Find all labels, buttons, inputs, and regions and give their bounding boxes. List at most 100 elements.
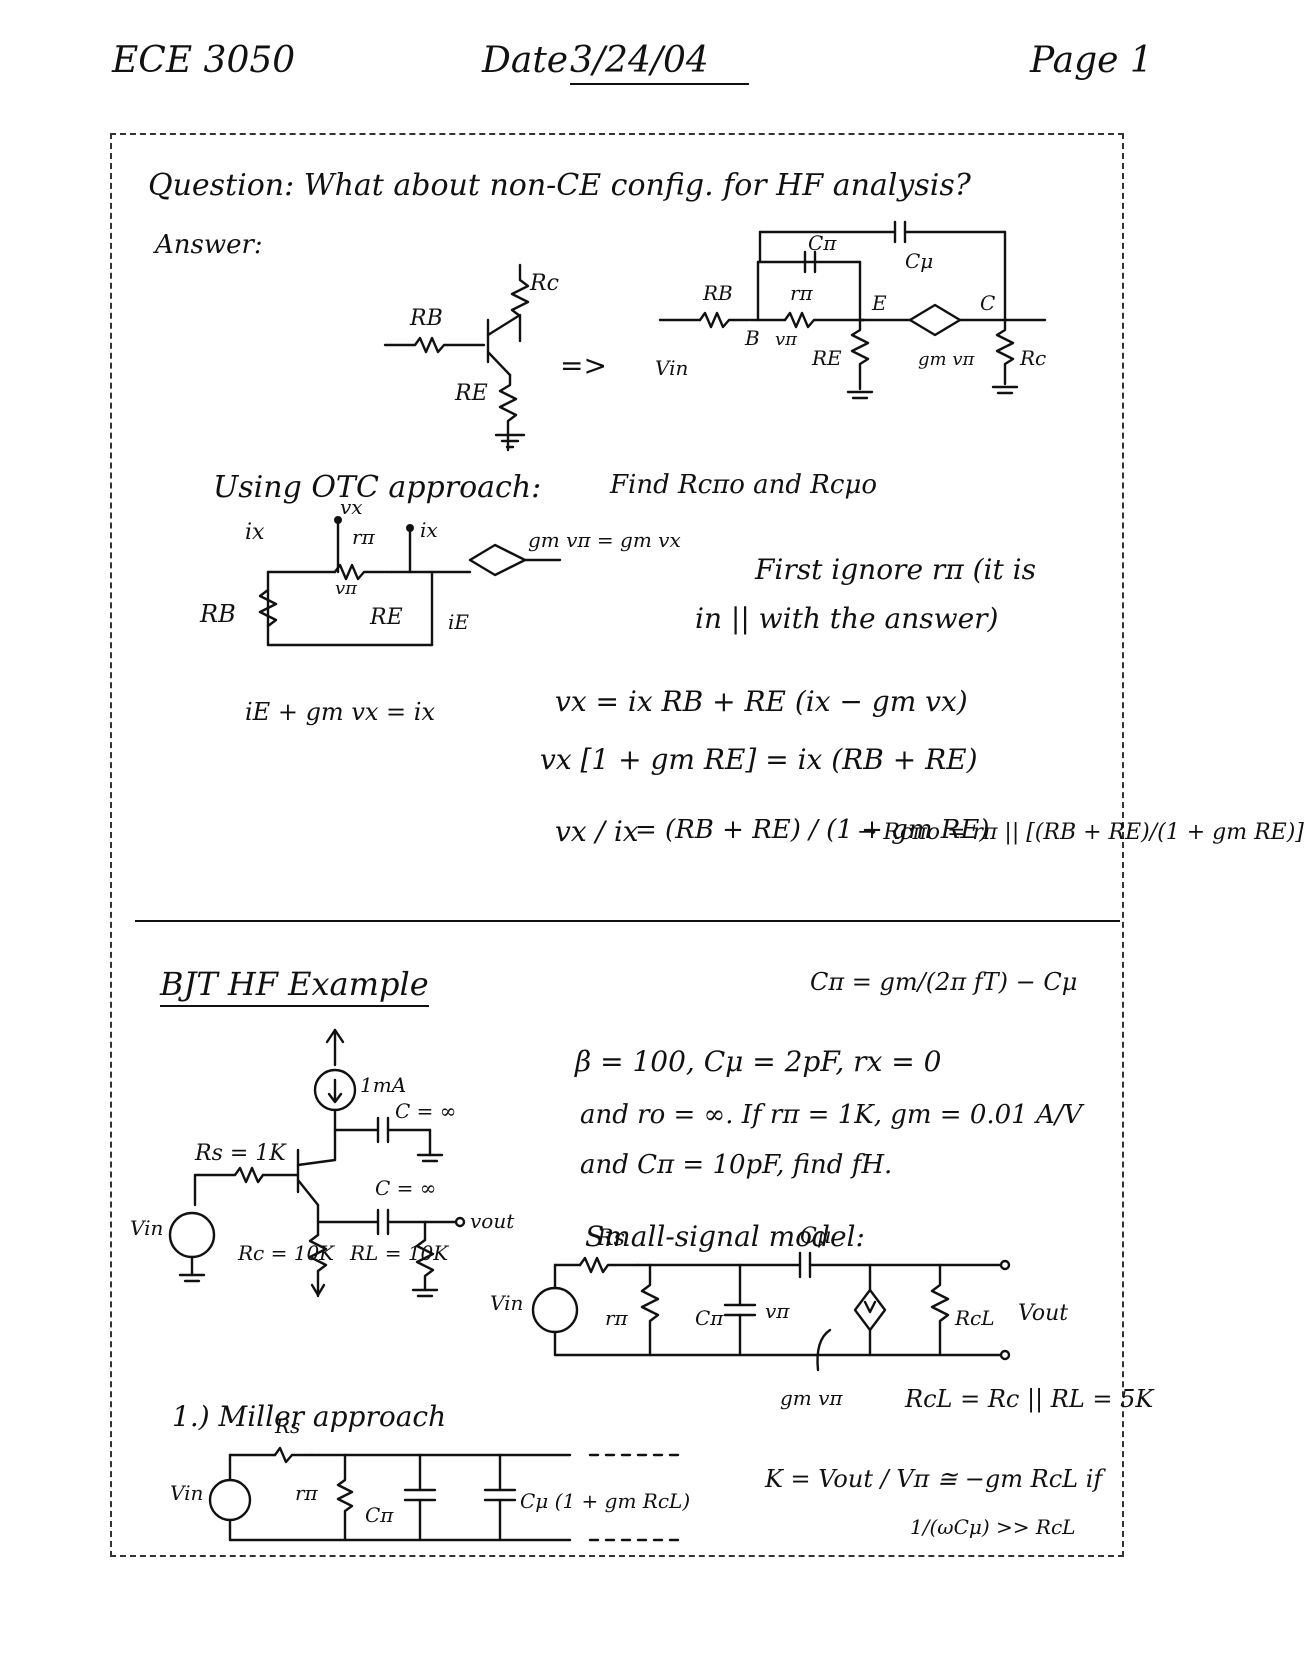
label-ix-left: ix [245, 520, 265, 545]
rb-otc-resistor [258, 588, 278, 628]
question-text: Question: What about non-CE config. for … [148, 168, 971, 203]
label-re: RE [454, 381, 488, 406]
rpi-otc-resistor [333, 563, 386, 581]
label-cmu: Cμ [905, 249, 933, 273]
equation-3-result: → Rcπo = rπ || [(RB + RE)/(1 + gm RE)] [858, 820, 1304, 845]
label-re-otc: RE [370, 605, 403, 630]
cpi-formula: Cπ = gm/(2π fT) − Cμ [810, 968, 1078, 996]
miller-vin-source [208, 1478, 252, 1522]
label-rpi: rπ [790, 281, 814, 305]
label-vout-example: vout [470, 1209, 515, 1233]
small-signal-label: Small-signal model: [585, 1220, 865, 1253]
label-b: B [744, 326, 760, 350]
label-rb: RB [409, 306, 443, 331]
equivalent-arrow: => [560, 349, 607, 382]
miller-label-rs: Rs [274, 1414, 300, 1438]
miller-label-vin: Vin [170, 1481, 203, 1505]
small-signal-model [531, 1251, 1011, 1372]
given-line3: and Cπ = 10pF, find fH. [580, 1150, 893, 1180]
label-rs: Rs = 1K [194, 1141, 287, 1166]
given-line1: β = 100, Cμ = 2pF, rx = 0 [575, 1045, 942, 1078]
label-rb-otc: RB [200, 600, 236, 628]
label-rl: RL = 10K [349, 1241, 449, 1265]
model-rcl [930, 1263, 950, 1357]
model-label-cpi: Cπ [695, 1306, 724, 1330]
model-rpi [640, 1263, 660, 1357]
otc-find: Find Rcπo and Rcμo [610, 470, 877, 500]
label-vpi-top: vπ [775, 329, 798, 350]
kcl-equation: iE + gm vx = ix [245, 698, 435, 726]
label-re-model: RE [811, 346, 842, 370]
given-line2: and ro = ∞. If rπ = 1K, gm = 0.01 A/V [580, 1100, 1083, 1130]
equation-1: vx = ix RB + RE (ix − gm vx) [555, 685, 968, 718]
k-equation: K = Vout / Vπ ≅ −gm RcL if [765, 1465, 1103, 1493]
label-e: E [871, 291, 887, 315]
rl-resistor [415, 1238, 435, 1292]
label-rc: Rc [529, 271, 559, 296]
rs-resistor [193, 1166, 300, 1207]
rb-model-resistor [698, 311, 751, 329]
model-label-cmu: Cμ [800, 1224, 831, 1249]
label-ix-right: ix [420, 518, 438, 542]
re-model-resistor [850, 318, 870, 391]
date-value: 3/24/04 [570, 40, 749, 85]
label-vx-top: vx [340, 495, 363, 519]
model-label-vin: Vin [490, 1291, 523, 1315]
miller-rpi [336, 1453, 354, 1542]
equation-3-rhs: = (RB + RE) / (1 + gm RE) [635, 815, 990, 845]
rb-resistor [383, 336, 486, 354]
model-rs [578, 1256, 640, 1274]
content-frame [110, 133, 1124, 1557]
section-divider [135, 920, 1120, 922]
note-line1: First ignore rπ (it is [755, 553, 1036, 586]
otc-heading: Using OTC approach: [213, 470, 542, 505]
k-condition: 1/(ωCμ) >> RcL [910, 1515, 1076, 1539]
model-vin-source [531, 1286, 579, 1334]
miller-circuit [208, 1446, 682, 1542]
model-label-vpi: vπ [765, 1299, 790, 1323]
label-rc-example: Rc = 10K [237, 1241, 335, 1265]
answer-label: Answer: [155, 230, 263, 260]
miller-label-rpi: rπ [295, 1481, 319, 1505]
label-vin-top: Vin [655, 356, 688, 380]
model-label-rpi: rπ [605, 1306, 629, 1330]
course-title: ECE 3050 [112, 40, 296, 81]
model-label-vout: Vout [1018, 1301, 1068, 1326]
label-vin-example: Vin [130, 1216, 163, 1240]
label-rc-model: Rc [1019, 346, 1046, 370]
label-vpi-otc: vπ [335, 578, 357, 599]
miller-label-cmu: Cμ (1 + gm RcL) [520, 1489, 690, 1513]
equation-2: vx [1 + gm RE] = ix (RB + RE) [540, 743, 978, 776]
re-resistor [498, 373, 518, 452]
date-label: Date [482, 40, 569, 81]
example-amplifier [168, 1028, 466, 1298]
model-label-rcl: RcL [954, 1306, 995, 1330]
example-title: BJT HF Example [160, 965, 429, 1007]
hf-model-right [658, 220, 1047, 400]
label-ie-otc: iE [448, 610, 469, 634]
model-label-gm: gm vπ [780, 1386, 843, 1410]
label-c-inf2: C = ∞ [375, 1176, 436, 1200]
otc-test-circuit [258, 516, 562, 647]
vin-source [168, 1211, 216, 1259]
equation-3-lhs: vx / ix [555, 815, 639, 848]
miller-heading: 1.) Miller approach [172, 1400, 447, 1433]
label-c-inf1: C = ∞ [395, 1099, 456, 1123]
label-gmvpi-top: gm vπ [918, 349, 975, 370]
miller-rs [273, 1446, 314, 1464]
model-label-rs: Rs [596, 1226, 625, 1251]
note-line2: in || with the answer) [695, 602, 999, 635]
rc-model-resistor [995, 318, 1015, 386]
rcl-equation: RcL = Rc || RL = 5K [905, 1385, 1154, 1413]
label-c: C [980, 291, 995, 315]
bjt-schematic-left [383, 263, 530, 452]
page-number: Page 1 [1030, 40, 1153, 81]
miller-label-cpi: Cπ [365, 1503, 394, 1527]
label-dep-src-otc: gm vπ = gm vx [528, 528, 681, 552]
label-current-src: 1mA [360, 1073, 406, 1097]
label-rpi-otc: rπ [352, 525, 375, 549]
rpi-resistor [783, 311, 866, 329]
rc-example-resistor [308, 1233, 328, 1298]
